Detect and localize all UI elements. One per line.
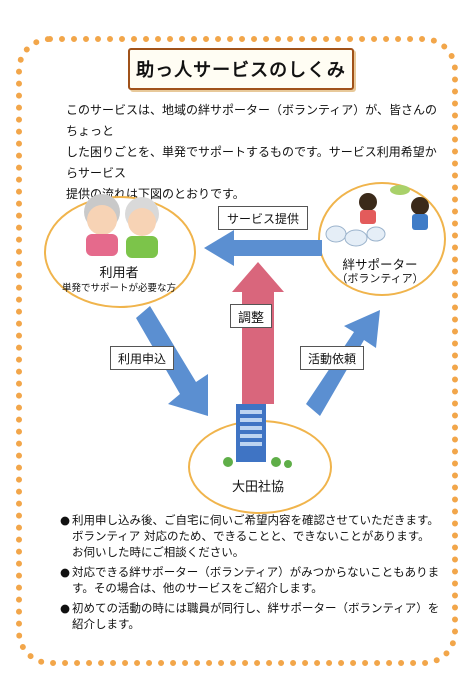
note-item: ● 対応できる絆サポーター（ボランティア）がみつからないこともあります。その場合… — [60, 564, 440, 596]
bullet-icon: ● — [60, 565, 71, 579]
note-item: ● 利用申し込み後、ご自宅に伺いご希望内容を確認させていただきます。ボランティア… — [60, 512, 440, 560]
intro-line: した困りごとを、単発でサポートするものです。サービス利用希望からサービス — [66, 145, 437, 180]
apply-box: 利用申込 — [110, 346, 174, 370]
bullet-icon: ● — [60, 513, 71, 527]
note-item: ● 初めての活動の時には職員が同行し、絆サポーター（ボランティア）を紹介します。 — [60, 600, 440, 632]
notes-list: ● 利用申し込み後、ご自宅に伺いご希望内容を確認させていただきます。ボランティア… — [60, 512, 440, 636]
note-text: 初めての活動の時には職員が同行し、絆サポーター（ボランティア）を紹介します。 — [72, 601, 440, 631]
note-text: 対応できる絆サポーター（ボランティア）がみつからないこともあります。その場合は、… — [72, 565, 440, 595]
request-box: 活動依頼 — [300, 346, 364, 370]
page-title: 助っ人サービスのしくみ — [128, 48, 354, 90]
elderly-couple-icon — [84, 194, 159, 258]
note-text: 利用申し込み後、ご自宅に伺いご希望内容を確認させていただきます。ボランティア 対… — [72, 513, 439, 559]
supporter-label: 絆サポーター — [342, 257, 418, 272]
service-arrow — [204, 230, 322, 266]
user-node — [44, 196, 196, 308]
office-building-icon — [223, 404, 292, 468]
volunteers-icon — [325, 185, 429, 247]
adjust-arrow — [232, 262, 284, 404]
social-council-label: 大田社協 — [231, 480, 284, 495]
bullet-icon: ● — [60, 601, 71, 615]
adjust-box: 調整 — [230, 304, 272, 328]
dotted-frame — [16, 36, 458, 666]
supporter-sublabel: （ボランティア） — [336, 272, 424, 285]
intro-text: このサービスは、地域の絆サポーター（ボランティア）が、皆さんのちょっと した困り… — [66, 100, 446, 205]
service-provision-box: サービス提供 — [218, 206, 308, 230]
user-label: 利用者 — [99, 266, 139, 281]
intro-line: このサービスは、地域の絆サポーター（ボランティア）が、皆さんのちょっと — [66, 103, 438, 138]
user-sublabel: 単発でサポートが必要な方 — [61, 283, 176, 294]
